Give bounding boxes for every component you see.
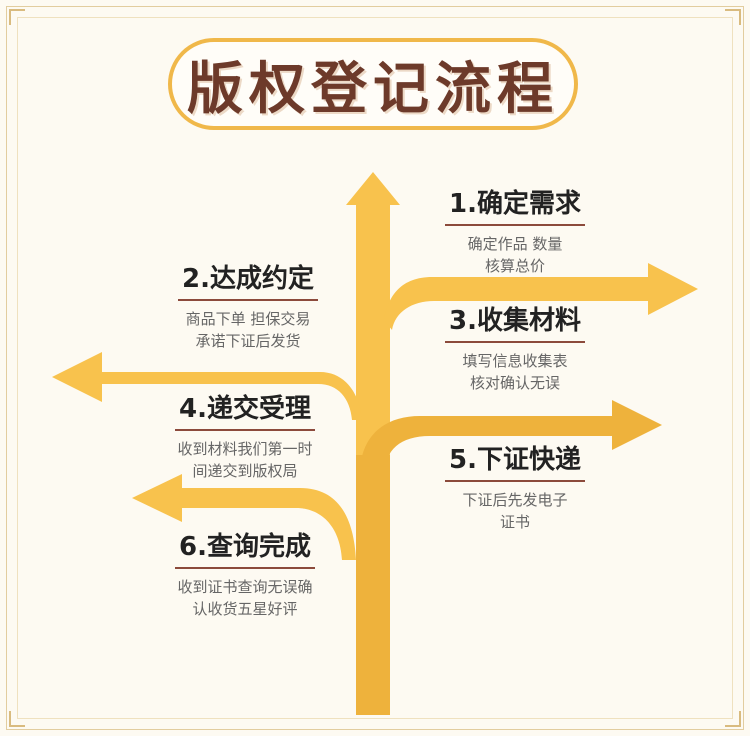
step-6: 6.查询完成 收到证书查询无误确 认收货五星好评 [140,532,350,620]
step-1-title: 1.确定需求 [445,189,585,226]
step-3-desc-line1: 填写信息收集表 [462,351,568,370]
step-5-desc-line1: 下证后先发电子 [462,490,568,509]
step-1: 1.确定需求 确定作品 数量 核算总价 [425,189,605,277]
step-1-desc-line1: 确定作品 数量 [467,234,563,253]
branch-arrow-right-lower [360,400,662,475]
branch-arrow-left-lower [132,474,356,560]
step-6-title: 6.查询完成 [175,532,315,569]
lower-stem [356,455,390,715]
step-5-desc-line2: 证书 [499,512,530,531]
step-2-desc-line1: 商品下单 担保交易 [185,309,311,328]
step-4-title: 4.递交受理 [175,394,315,431]
step-1-desc-line2: 核算总价 [484,256,545,275]
step-2: 2.达成约定 商品下单 担保交易 承诺下证后发货 [148,264,348,352]
step-3-desc-line2: 核对确认无误 [469,373,560,392]
step-5: 5.下证快递 下证后先发电子 证书 [425,445,605,533]
step-3-title: 3.收集材料 [445,306,585,343]
step-2-title: 2.达成约定 [178,264,318,301]
step-4-desc-line2: 间递交到版权局 [192,461,298,480]
step-3: 3.收集材料 填写信息收集表 核对确认无误 [425,306,605,394]
page-title: 版权登记流程 [187,56,559,122]
step-6-desc-line2: 认收货五星好评 [192,599,298,618]
branch-arrow-right-upper [384,263,698,330]
step-5-title: 5.下证快递 [445,445,585,482]
step-4: 4.递交受理 收到材料我们第一时 间递交到版权局 [140,394,350,482]
step-2-desc-line2: 承诺下证后发货 [195,331,301,350]
step-6-desc-line1: 收到证书查询无误确 [177,577,313,596]
title-banner: 版权登记流程 [168,38,578,130]
step-4-desc-line1: 收到材料我们第一时 [177,439,313,458]
